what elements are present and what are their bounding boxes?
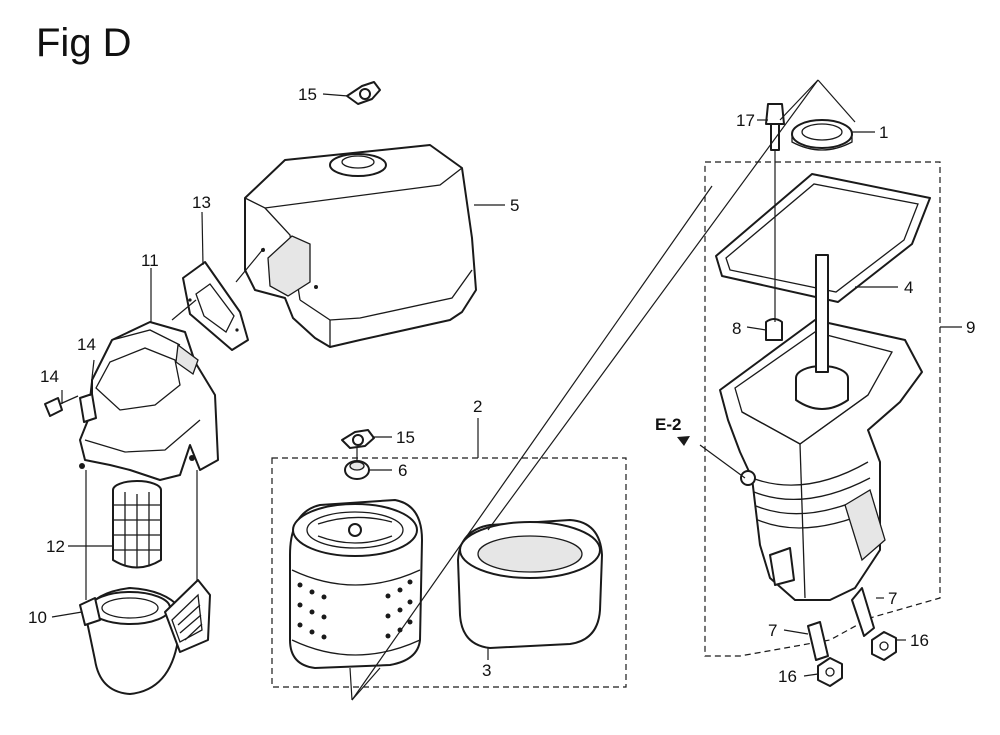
callout-11: 11 [141,251,159,270]
part-3-foam-element [457,519,603,649]
part-5-air-cleaner-cover [244,144,477,348]
leader-lines [51,79,962,701]
callout-14-right: 14 [77,335,96,354]
part-10-base [79,579,211,695]
callout-2: 2 [473,397,482,416]
part-9-group-box [704,161,941,657]
part-4-gasket [715,173,931,303]
reference-e2: E-2 [655,415,681,434]
part-16-nut-right [871,631,897,661]
air-filter-element [289,499,423,669]
callout-4: 4 [904,278,913,297]
part-14-bolt-left [44,395,79,417]
callout-1: 1 [879,123,888,142]
part-1-seal-ring [791,119,853,151]
part-7-tube-right [851,587,875,637]
part-2-group-box [271,457,627,688]
callout-labels: 15 5 13 11 14 14 12 10 15 6 2 3 1 17 4 8… [28,85,975,686]
callout-16-right: 16 [910,631,929,650]
callout-16-left: 16 [778,667,797,686]
callout-7-right: 7 [888,589,897,608]
part-13-gasket [182,261,249,351]
callout-8: 8 [732,319,741,338]
callout-3: 3 [482,661,491,680]
callout-13: 13 [192,193,211,212]
part-15-wing-nut-middle [341,429,375,449]
part-7-tube-left [807,621,829,661]
callout-5: 5 [510,196,519,215]
callout-9: 9 [966,318,975,337]
callout-10: 10 [28,608,47,627]
figure-title: Fig D [36,21,132,65]
part-9-air-cleaner-case [719,254,923,601]
callout-7-left: 7 [768,621,777,640]
part-6-nut [344,460,370,480]
callout-17: 17 [736,111,755,130]
part-14-bolt-right [79,393,97,423]
callout-15-top: 15 [298,85,317,104]
callout-12: 12 [46,537,65,556]
part-8-grommet [765,318,783,341]
part-12-screen [112,480,162,569]
part-17-stud [765,103,785,151]
part-11-elbow [79,321,219,481]
part-15-wing-nut-top [346,81,381,105]
callout-6: 6 [398,461,407,480]
callout-15-middle: 15 [396,428,415,447]
part-16-nut-left [817,657,843,687]
callout-14-left: 14 [40,367,59,386]
